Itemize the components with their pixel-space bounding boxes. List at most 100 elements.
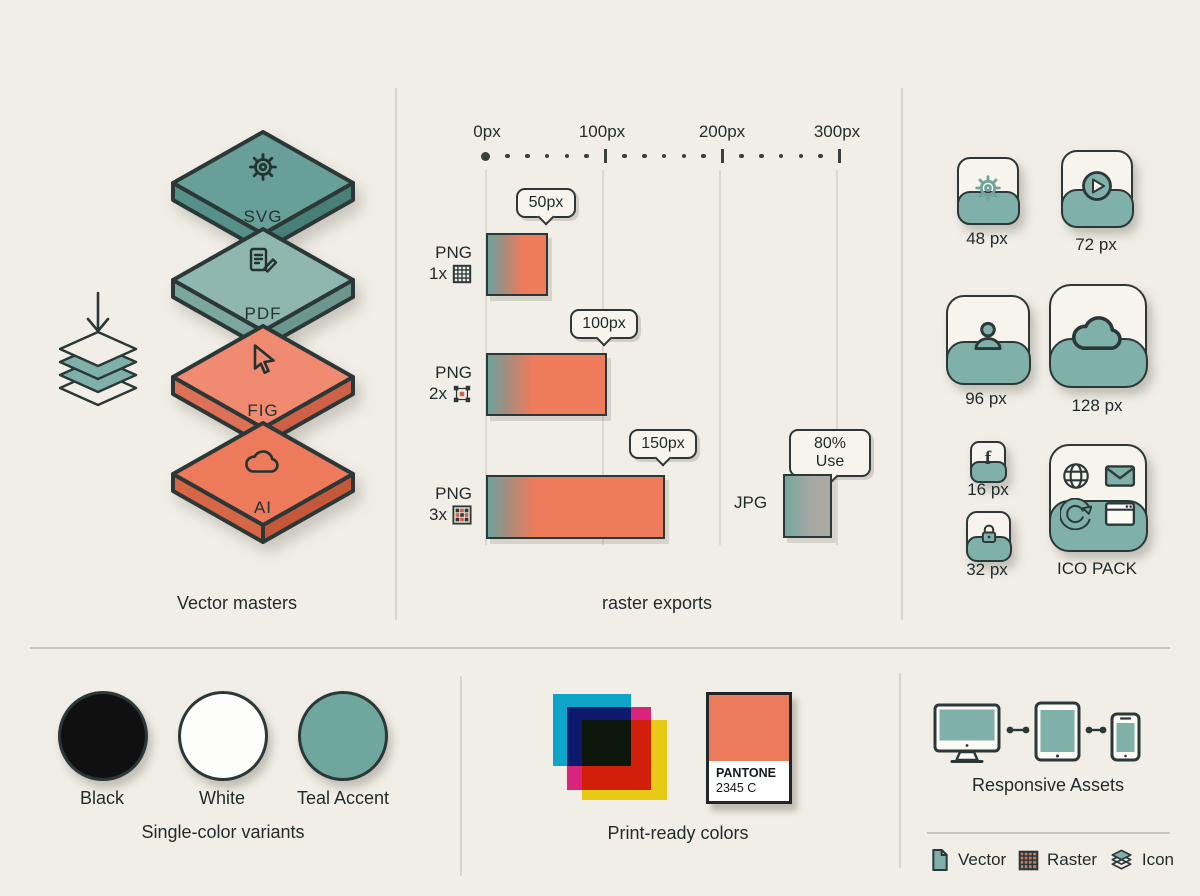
legend-item-icon: Icon bbox=[1109, 849, 1174, 871]
gridline-300px bbox=[836, 170, 838, 545]
responsive-devices bbox=[933, 701, 1141, 763]
pantone-brand: PANTONE bbox=[716, 766, 776, 780]
tile-32px bbox=[965, 511, 1012, 562]
raster-grid-icon bbox=[452, 264, 472, 283]
tile-72px bbox=[1060, 150, 1134, 228]
legend-item-raster: Raster bbox=[1018, 850, 1097, 871]
tile-128px bbox=[1048, 284, 1148, 388]
swatch-label: Black bbox=[79, 788, 125, 808]
layer-label: PDF bbox=[245, 304, 282, 323]
raster-grid-icon bbox=[1018, 850, 1039, 870]
layers-icon bbox=[1111, 849, 1132, 870]
divider-horizontal-main bbox=[30, 647, 1170, 649]
tile-size-label: 48 px bbox=[966, 229, 1008, 248]
bar-png-1x bbox=[486, 233, 548, 296]
layer-label: SVG bbox=[244, 207, 283, 226]
layer-diamond-pdf: PDF bbox=[167, 223, 359, 355]
scale-label: 3x bbox=[429, 505, 447, 524]
play-icon bbox=[1082, 171, 1112, 201]
scale-label: 2x bbox=[429, 384, 447, 403]
link-connector-icon bbox=[1085, 726, 1107, 734]
bar-label-jpg: JPG bbox=[734, 493, 768, 512]
facebook-icon: f bbox=[984, 448, 992, 469]
swatch-white bbox=[178, 691, 268, 781]
ruler-tick-label: 300px bbox=[813, 122, 861, 141]
gridline-0px bbox=[485, 170, 487, 545]
user-icon bbox=[974, 321, 1002, 351]
lock-icon bbox=[981, 524, 996, 543]
gridline-200px bbox=[719, 170, 721, 545]
layer-diamond-ai: AI bbox=[167, 417, 359, 549]
format-label: PNG bbox=[435, 243, 472, 262]
phone-icon bbox=[1110, 712, 1141, 762]
ruler-tick-label: 0px bbox=[473, 122, 501, 141]
gear-icon bbox=[249, 153, 277, 181]
cloud-icon bbox=[245, 450, 279, 473]
print-ready-colors-caption: Print-ready colors bbox=[607, 823, 749, 843]
bar-label-png-1x: PNG 1x bbox=[410, 242, 472, 284]
cmyk-yellow-square bbox=[582, 720, 667, 800]
link-connector-icon bbox=[1006, 726, 1030, 734]
layer-diamond-svg: SVG bbox=[167, 126, 359, 258]
single-color-variants-caption: Single-color variants bbox=[141, 822, 305, 842]
refresh-icon bbox=[1060, 498, 1092, 530]
cursor-icon bbox=[253, 344, 275, 374]
format-label: PNG bbox=[435, 363, 472, 382]
ruler-tick-label: 100px bbox=[578, 122, 626, 141]
tile-size-label: 128 px bbox=[1071, 396, 1123, 415]
callout-100px: 100px bbox=[570, 309, 638, 339]
callout-50px: 50px bbox=[516, 188, 576, 218]
tile-size-label: ICO PACK bbox=[1057, 559, 1137, 578]
tile-48px bbox=[956, 157, 1020, 225]
format-label: PNG bbox=[435, 484, 472, 503]
gear-icon bbox=[975, 175, 1001, 201]
tile-16px: f bbox=[969, 441, 1007, 483]
swatch-label: White bbox=[198, 788, 246, 808]
legend-divider bbox=[927, 832, 1170, 834]
bar-label-png-3x: PNG 3x bbox=[410, 483, 472, 525]
layer-label: FIG bbox=[247, 401, 278, 420]
divider-vertical-bottom-right bbox=[899, 673, 901, 868]
tablet-icon bbox=[1034, 701, 1081, 762]
ico-pack-grid bbox=[1059, 460, 1137, 530]
document-edit-icon bbox=[249, 247, 278, 273]
divider-vertical-bottom-left bbox=[460, 676, 462, 876]
tile-96px bbox=[945, 295, 1031, 385]
pantone-chip: PANTONE 2345 C bbox=[706, 692, 792, 804]
callout-80pct-use: 80% Use bbox=[789, 429, 871, 477]
layer-label: AI bbox=[254, 498, 272, 517]
tile-size-label: 96 px bbox=[965, 389, 1007, 408]
tile-size-label: 16 px bbox=[967, 480, 1009, 499]
export-layers-download-icon bbox=[58, 291, 138, 407]
legend-label: Vector bbox=[958, 850, 1007, 869]
pantone-code: 2345 C bbox=[716, 781, 757, 795]
swatch-teal bbox=[298, 691, 388, 781]
bar-label-png-2x: PNG 2x bbox=[410, 362, 472, 404]
browser-window-icon bbox=[1104, 502, 1136, 526]
legend-label: Raster bbox=[1046, 850, 1098, 869]
legend-item-vector: Vector bbox=[930, 847, 1006, 873]
cloud-icon bbox=[1071, 316, 1122, 350]
mail-icon bbox=[1104, 465, 1136, 487]
responsive-assets-caption: Responsive Assets bbox=[971, 775, 1125, 795]
swatch-label: Teal Accent bbox=[296, 788, 390, 808]
legend-label: Icon bbox=[1141, 850, 1174, 869]
globe-icon bbox=[1063, 463, 1089, 489]
legend: Vector Raster Icon bbox=[930, 847, 1174, 873]
divider-vertical-left bbox=[395, 88, 397, 620]
pantone-color-area bbox=[709, 695, 789, 761]
scale-label: 1x bbox=[429, 264, 447, 283]
vector-masters-caption: Vector masters bbox=[176, 593, 298, 613]
tile-ico-pack bbox=[1048, 444, 1148, 552]
callout-150px: 150px bbox=[629, 429, 697, 459]
tile-size-label: 32 px bbox=[966, 560, 1008, 579]
bar-jpg bbox=[783, 474, 832, 538]
tile-size-label: 72 px bbox=[1075, 235, 1117, 254]
bar-png-2x bbox=[486, 353, 607, 416]
selection-handles-icon bbox=[453, 385, 471, 402]
divider-vertical-right bbox=[901, 88, 903, 620]
pixel-bitmap-icon bbox=[452, 504, 472, 525]
vector-file-icon bbox=[932, 849, 948, 871]
desktop-icon bbox=[933, 703, 1001, 763]
